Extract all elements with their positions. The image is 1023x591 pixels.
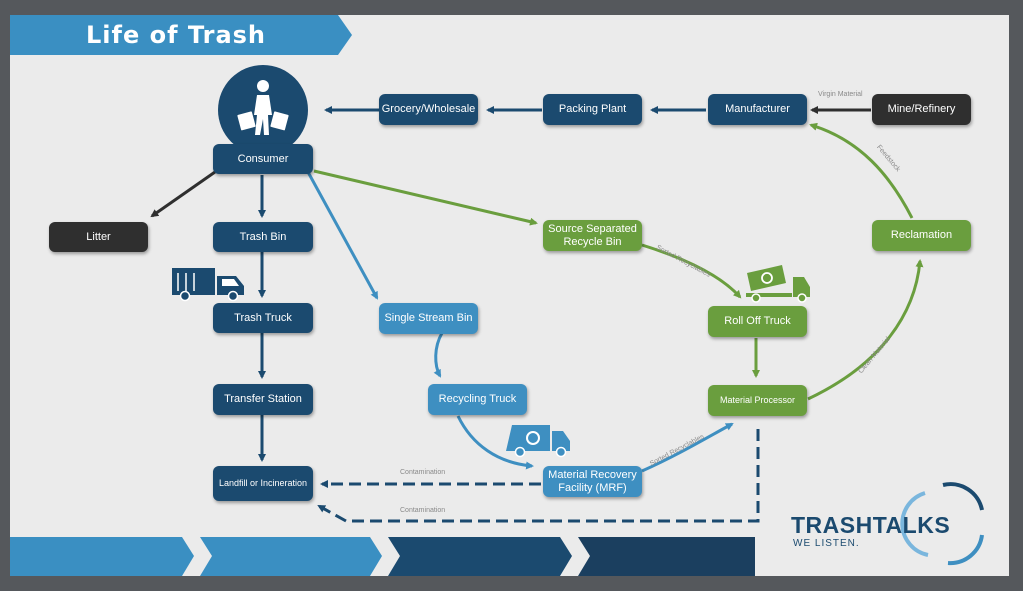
label-contamination-1: Contamination (400, 469, 446, 476)
slide: Life of Trash Consumer Grocery/Wholesale… (10, 15, 1009, 576)
page-title: Life of Trash (86, 21, 267, 49)
node-consumer: Consumer (213, 144, 313, 174)
node-mrf: Material Recovery Facility (MRF) (543, 466, 642, 497)
arrow-sourcebin-rollofftruck (641, 243, 742, 299)
node-packing-plant: Packing Plant (543, 94, 642, 125)
label-virgin-material: Virgin Material (818, 91, 863, 98)
trash-truck-icon (172, 268, 244, 302)
arrow-processor-reclamation (807, 259, 924, 401)
node-reclamation: Reclamation (872, 220, 971, 251)
node-single-stream-bin: Single Stream Bin (379, 303, 478, 334)
logo-tagline: WE LISTEN. (793, 538, 860, 549)
node-litter: Litter (49, 222, 148, 252)
arrow-consumer-litter (150, 170, 216, 218)
node-recycling-truck: Recycling Truck (428, 384, 527, 415)
logo-wordmark: TRASHTALKS (791, 512, 951, 538)
node-mine-refinery: Mine/Refinery (872, 94, 971, 125)
arrow-singlestream-recyclingtruck (433, 332, 444, 378)
node-transfer-station: Transfer Station (213, 384, 313, 415)
node-manufacturer: Manufacturer (708, 94, 807, 125)
title-banner (10, 15, 352, 55)
arrow-reclamation-manufacturer (809, 122, 914, 219)
consumer-shopping-icon (218, 65, 308, 155)
recycle-cycle-icon (900, 482, 984, 566)
arrow-consumer-sourcebin (313, 169, 538, 226)
arrow-consumer-singlestream (306, 171, 379, 300)
node-trash-bin: Trash Bin (213, 222, 313, 252)
node-material-processor: Material Processor (708, 385, 807, 416)
arrow-processor-landfill-contamination (317, 429, 760, 523)
roll-off-truck-icon (746, 265, 810, 303)
arrow-recyclingtruck-mrf (456, 415, 534, 470)
node-roll-off-truck: Roll Off Truck (708, 306, 807, 337)
node-grocery-wholesale: Grocery/Wholesale (379, 94, 478, 125)
diagram-graphics (10, 15, 984, 576)
recycling-truck-icon (506, 425, 570, 458)
arrow-mrf-processor (641, 422, 734, 473)
label-contamination-2: Contamination (400, 507, 446, 514)
node-landfill-incineration: Landfill or Incineration (213, 466, 313, 501)
node-trash-truck: Trash Truck (213, 303, 313, 333)
node-source-separated-bin: Source Separated Recycle Bin (543, 220, 642, 251)
bottom-chevron-band (10, 537, 755, 576)
